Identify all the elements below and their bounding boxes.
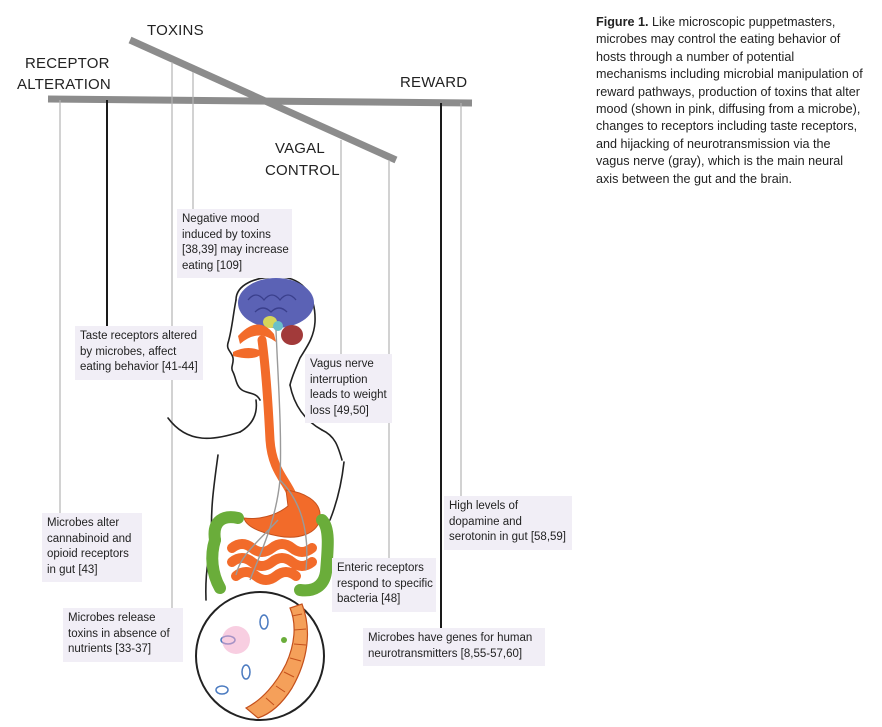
tongue bbox=[233, 348, 263, 359]
annotation-genes: Microbes have genes for human neurotrans… bbox=[363, 628, 545, 666]
annotation-line: leads to weight bbox=[310, 389, 387, 401]
annotation-line: opioid receptors bbox=[47, 548, 129, 560]
microbe-3 bbox=[241, 664, 251, 680]
annotation-line: [38,39] may increase bbox=[182, 244, 289, 256]
annotation-line: induced by toxins bbox=[182, 228, 271, 241]
toxin-diffusion bbox=[222, 626, 250, 654]
annotation-dopamine: High levels of dopamine and serotonin in… bbox=[444, 496, 572, 550]
annotation-line: neurotransmitters [8,55-57,60] bbox=[368, 647, 523, 660]
shoulder-right bbox=[321, 429, 343, 461]
caption-text: Like microscopic puppetmasters, microbes… bbox=[596, 15, 863, 186]
annotation-line: Taste receptors altered bbox=[80, 330, 197, 342]
digestive-tract bbox=[206, 324, 334, 597]
annotation-line: Vagus nerve bbox=[310, 358, 374, 370]
annotation-line: dopamine and bbox=[449, 515, 522, 528]
annotation-line: respond to specific bbox=[337, 577, 433, 590]
vagus-branch-2 bbox=[235, 519, 279, 576]
microbe-zoom bbox=[195, 591, 325, 721]
receptor-dots bbox=[281, 637, 287, 643]
annotation-line: Negative mood bbox=[182, 213, 260, 225]
vagus-branch-1 bbox=[279, 479, 308, 571]
annotation-enteric: Enteric receptors respond to specific ba… bbox=[332, 558, 436, 612]
label-receptor-alteration-line1: RECEPTOR bbox=[25, 55, 110, 72]
stomach bbox=[243, 489, 321, 538]
annotation-line: loss [49,50] bbox=[310, 404, 369, 417]
face-outline bbox=[226, 299, 261, 401]
brain-folds bbox=[247, 294, 297, 313]
annotation-line: serotonin in gut [58,59] bbox=[449, 531, 566, 543]
label-receptor-alteration-line2: ALTERATION bbox=[17, 76, 111, 93]
annotation-line: Microbes release bbox=[68, 612, 156, 624]
neck-back bbox=[289, 384, 323, 431]
label-vagal-line1: VAGAL bbox=[275, 140, 325, 157]
head-outline bbox=[235, 276, 316, 386]
annotation-taste-receptors: Taste receptors altered by microbes, aff… bbox=[75, 326, 203, 380]
control-bars bbox=[47, 36, 473, 164]
intestinal-wall bbox=[244, 603, 309, 719]
label-reward: REWARD bbox=[400, 74, 468, 91]
annotation-line: interruption bbox=[310, 373, 368, 386]
annotation-line: nutrients [33-37] bbox=[68, 643, 152, 655]
microbe-4 bbox=[215, 685, 229, 695]
microbe-1 bbox=[259, 614, 269, 630]
annotation-line: eating behavior [41-44] bbox=[80, 361, 198, 373]
annotation-line: in gut [43] bbox=[47, 563, 98, 576]
annotation-vagus-nerve: Vagus nerve interruption leads to weight… bbox=[305, 354, 392, 423]
label-toxins: TOXINS bbox=[147, 22, 204, 39]
colon-left bbox=[206, 534, 226, 594]
annotation-line: Microbes alter bbox=[47, 517, 120, 529]
annotation-line: toxins in absence of bbox=[68, 627, 170, 640]
brain-cortex bbox=[238, 278, 314, 328]
annotation-line: bacteria [48] bbox=[337, 593, 401, 605]
toxins-vagal-bar bbox=[128, 36, 398, 164]
small-intestine bbox=[227, 539, 317, 585]
vagus-main bbox=[249, 329, 282, 581]
label-vagal-line2: CONTROL bbox=[265, 162, 340, 179]
annotation-toxins-release: Microbes release toxins in absence of nu… bbox=[63, 608, 183, 662]
caption-label: Figure 1. bbox=[596, 15, 649, 29]
annotation-cannabinoid: Microbes alter cannabinoid and opioid re… bbox=[42, 513, 142, 582]
brain bbox=[238, 278, 314, 345]
annotation-negative-mood: Negative mood induced by toxins [38,39] … bbox=[177, 209, 292, 278]
figure-caption: Figure 1. Like microscopic puppetmasters… bbox=[596, 14, 866, 188]
annotation-line: by microbes, affect bbox=[80, 345, 177, 358]
torso-right bbox=[329, 461, 345, 521]
annotation-line: Microbes have genes for human bbox=[368, 632, 533, 644]
annotation-line: cannabinoid and bbox=[47, 532, 132, 545]
vagus-nerve bbox=[235, 329, 308, 581]
annotation-line: eating [109] bbox=[182, 259, 243, 272]
neck-front bbox=[239, 399, 258, 433]
brain-center-2 bbox=[273, 321, 283, 331]
annotation-line: High levels of bbox=[449, 500, 519, 512]
shoulder-left bbox=[167, 417, 241, 440]
intestinal-cells bbox=[265, 613, 307, 706]
cerebellum bbox=[281, 325, 303, 345]
annotation-line: Enteric receptors bbox=[337, 562, 424, 574]
esophagus bbox=[257, 335, 297, 500]
mouth-nasal bbox=[238, 324, 276, 344]
